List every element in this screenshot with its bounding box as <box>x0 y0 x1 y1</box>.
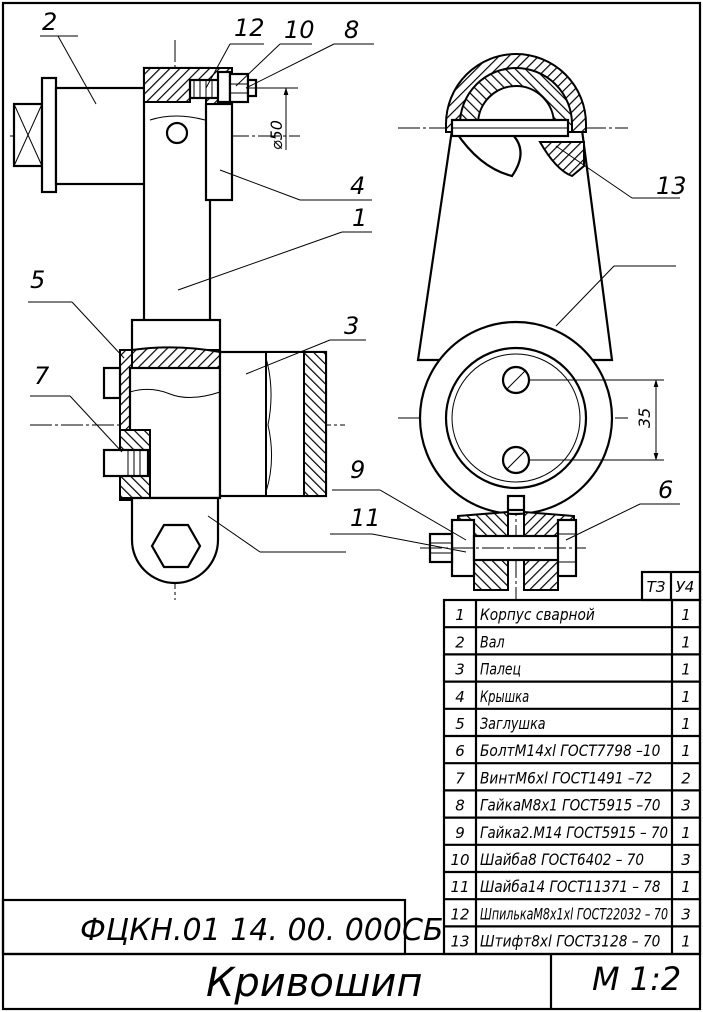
bom-qty-5: 1 <box>681 715 691 733</box>
bom-name-11: Шайба14 ГОСТ11371 – 78 <box>480 877 660 896</box>
callout-7: 7 <box>34 362 50 390</box>
bom-name-2: Вал <box>480 632 505 651</box>
callout-8: 8 <box>344 16 359 44</box>
distance-label: 35 <box>635 408 654 428</box>
bom-name-9: Гайка2.М14 ГОСТ5915 – 70 <box>480 823 668 842</box>
callout-13: 13 <box>656 172 687 200</box>
bom-name-6: БолтМ14xl ГОСТ7798 –10 <box>480 741 660 760</box>
diameter-dimension: ⌀50 <box>246 87 298 150</box>
bom-qty-9: 1 <box>681 824 691 842</box>
bom-name-10: Шайба8 ГОСТ6402 – 70 <box>480 850 644 869</box>
top-hub <box>445 53 587 178</box>
bom-pos-5: 5 <box>455 715 465 733</box>
callout-9: 9 <box>350 456 365 484</box>
bom-qty-2: 1 <box>681 633 691 651</box>
lower-head-section <box>102 346 328 501</box>
bom-header-u4: У4 <box>676 578 695 596</box>
top-head-section <box>143 67 258 105</box>
bom-pos-7: 7 <box>455 769 465 787</box>
bom-name-12: ШпилькаМ8x1xl ГОСТ22032 – 70 <box>480 904 668 923</box>
callout-4: 4 <box>350 172 365 200</box>
clamp-bolt <box>420 494 586 591</box>
bom-pos-4: 4 <box>455 688 465 706</box>
designation-code: ФЦКН.01 14. 00. 000СБ <box>80 913 444 948</box>
bom-name-3: Палец <box>480 660 521 679</box>
callout-3: 3 <box>344 312 359 340</box>
distance-dimension: 35 <box>530 379 664 461</box>
bom-pos-6: 6 <box>455 742 465 760</box>
bom-pos-13: 13 <box>450 933 469 951</box>
bom-pos-9: 9 <box>455 824 465 842</box>
callout-1: 1 <box>352 204 367 232</box>
bom-qty-3: 1 <box>681 661 691 679</box>
bom-qty-11: 1 <box>681 878 691 896</box>
side-leaders <box>330 145 680 553</box>
callout-6: 6 <box>658 476 673 504</box>
bom-name-7: ВинтМ6xl ГОСТ1491 –72 <box>480 768 652 787</box>
title-block: ФЦКН.01 14. 00. 000СБ Кривошип М 1:2 <box>1 898 700 1009</box>
bom-pos-1: 1 <box>455 606 465 624</box>
callout-2: 2 <box>42 8 57 36</box>
bom-pos-8: 8 <box>455 797 465 815</box>
bom-name-8: ГайкаМ8x1 ГОСТ5915 –70 <box>480 796 660 815</box>
bom-pos-10: 10 <box>450 851 469 869</box>
diameter-label: ⌀50 <box>267 120 286 150</box>
bom-name-13: Штифт8xl ГОСТ3128 – 70 <box>480 932 660 951</box>
front-view: ⌀50 <box>10 35 374 600</box>
bom-pos-2: 2 <box>455 633 465 651</box>
front-leaders <box>28 35 374 553</box>
bom-pos-3: 3 <box>455 661 465 679</box>
bom-header-t3: ТЗ <box>647 578 666 596</box>
callout-5: 5 <box>30 266 45 294</box>
bom-qty-7: 2 <box>681 769 691 787</box>
drawing-scale: М 1:2 <box>592 960 681 998</box>
bom-qty-6: 1 <box>681 742 691 760</box>
callout-numbers: 2 12 10 8 4 1 5 3 7 9 11 6 13 <box>30 8 687 532</box>
bottom-eye <box>130 496 220 585</box>
bom-pos-11: 11 <box>450 878 469 896</box>
bom-qty-13: 1 <box>681 933 691 951</box>
bom-name-1: Корпус сварной <box>480 605 595 624</box>
bom-qty-8: 3 <box>681 797 691 815</box>
side-view: 35 <box>330 53 680 600</box>
callout-11: 11 <box>350 504 381 532</box>
lower-hub <box>418 320 614 516</box>
cover-part-4 <box>204 102 234 202</box>
callout-10: 10 <box>284 16 315 44</box>
bom-qty-1: 1 <box>681 606 691 624</box>
bom-name-5: Заглушка <box>480 714 546 733</box>
drawing-name: Кривошип <box>206 960 423 1006</box>
bom-qty-4: 1 <box>681 688 691 706</box>
bom-pos-12: 12 <box>450 905 469 923</box>
shaft-part-2 <box>12 76 150 194</box>
callout-12: 12 <box>234 14 265 42</box>
bom-qty-12: 3 <box>681 905 691 923</box>
bom-qty-10: 3 <box>681 851 691 869</box>
bom-name-4: Крышка <box>480 687 529 706</box>
